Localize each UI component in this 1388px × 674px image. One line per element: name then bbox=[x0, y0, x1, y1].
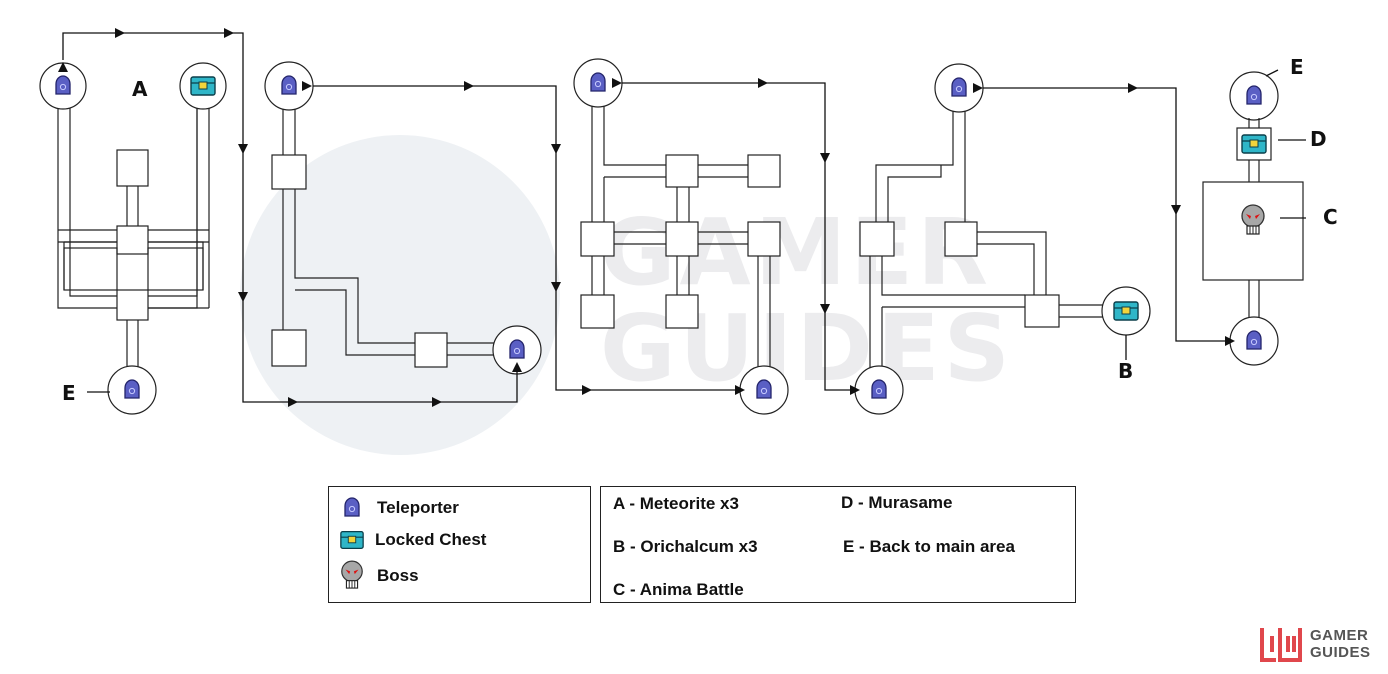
section-1 bbox=[39, 62, 227, 415]
teleporter-icon[interactable] bbox=[509, 339, 525, 359]
teleporter-icon bbox=[339, 495, 365, 521]
route-arrowheads bbox=[58, 28, 1235, 407]
legend-box: Teleporter Locked Chest Boss bbox=[328, 486, 591, 603]
legend-locked-chest: Locked Chest bbox=[339, 527, 486, 553]
dungeon-map bbox=[39, 28, 1306, 455]
map-label-c: C bbox=[1323, 205, 1338, 229]
chest-icon[interactable] bbox=[190, 76, 216, 96]
brand-logo: GAMER GUIDES bbox=[1258, 622, 1371, 666]
section-4 bbox=[854, 63, 1151, 415]
legend-boss: Boss bbox=[339, 560, 419, 589]
legend-teleporter: Teleporter bbox=[339, 495, 459, 521]
teleporter-icon[interactable] bbox=[871, 379, 887, 399]
map-label-d: D bbox=[1310, 127, 1327, 151]
brand-line-2: GUIDES bbox=[1310, 644, 1371, 661]
watermark-gear bbox=[240, 135, 560, 455]
teleporter-icon[interactable] bbox=[281, 75, 297, 95]
teleporter-icon[interactable] bbox=[1246, 330, 1262, 350]
teleporter-icon[interactable] bbox=[756, 379, 772, 399]
teleporter-icon[interactable] bbox=[124, 379, 140, 399]
notes-box: A - Meteorite x3 B - Orichalcum x3 C - A… bbox=[600, 486, 1076, 603]
boss-icon bbox=[339, 560, 365, 589]
map-label-b: B bbox=[1118, 359, 1134, 383]
teleporter-icon[interactable] bbox=[951, 77, 967, 97]
teleporter-icon[interactable] bbox=[590, 72, 606, 92]
map-label-a: A bbox=[132, 77, 148, 101]
chest-icon bbox=[339, 527, 365, 553]
gamer-guides-logo-icon bbox=[1260, 628, 1302, 662]
note-d: D - Murasame bbox=[841, 493, 953, 512]
section-5 bbox=[1202, 71, 1304, 366]
chest-icon[interactable] bbox=[1113, 301, 1139, 321]
note-c: C - Anima Battle bbox=[613, 580, 744, 599]
note-a: A - Meteorite x3 bbox=[613, 494, 739, 513]
note-e: E - Back to main area bbox=[843, 537, 1015, 556]
brand-line-1: GAMER bbox=[1310, 627, 1369, 644]
chest-icon[interactable] bbox=[1241, 134, 1267, 154]
map-label-e-left: E bbox=[62, 381, 76, 405]
teleporter-icon[interactable] bbox=[1246, 85, 1262, 105]
section-3 bbox=[573, 58, 789, 415]
teleporter-icon[interactable] bbox=[55, 75, 71, 95]
route-lines bbox=[62, 32, 1306, 403]
note-b: B - Orichalcum x3 bbox=[613, 537, 758, 556]
map-label-e-right: E bbox=[1290, 55, 1304, 79]
